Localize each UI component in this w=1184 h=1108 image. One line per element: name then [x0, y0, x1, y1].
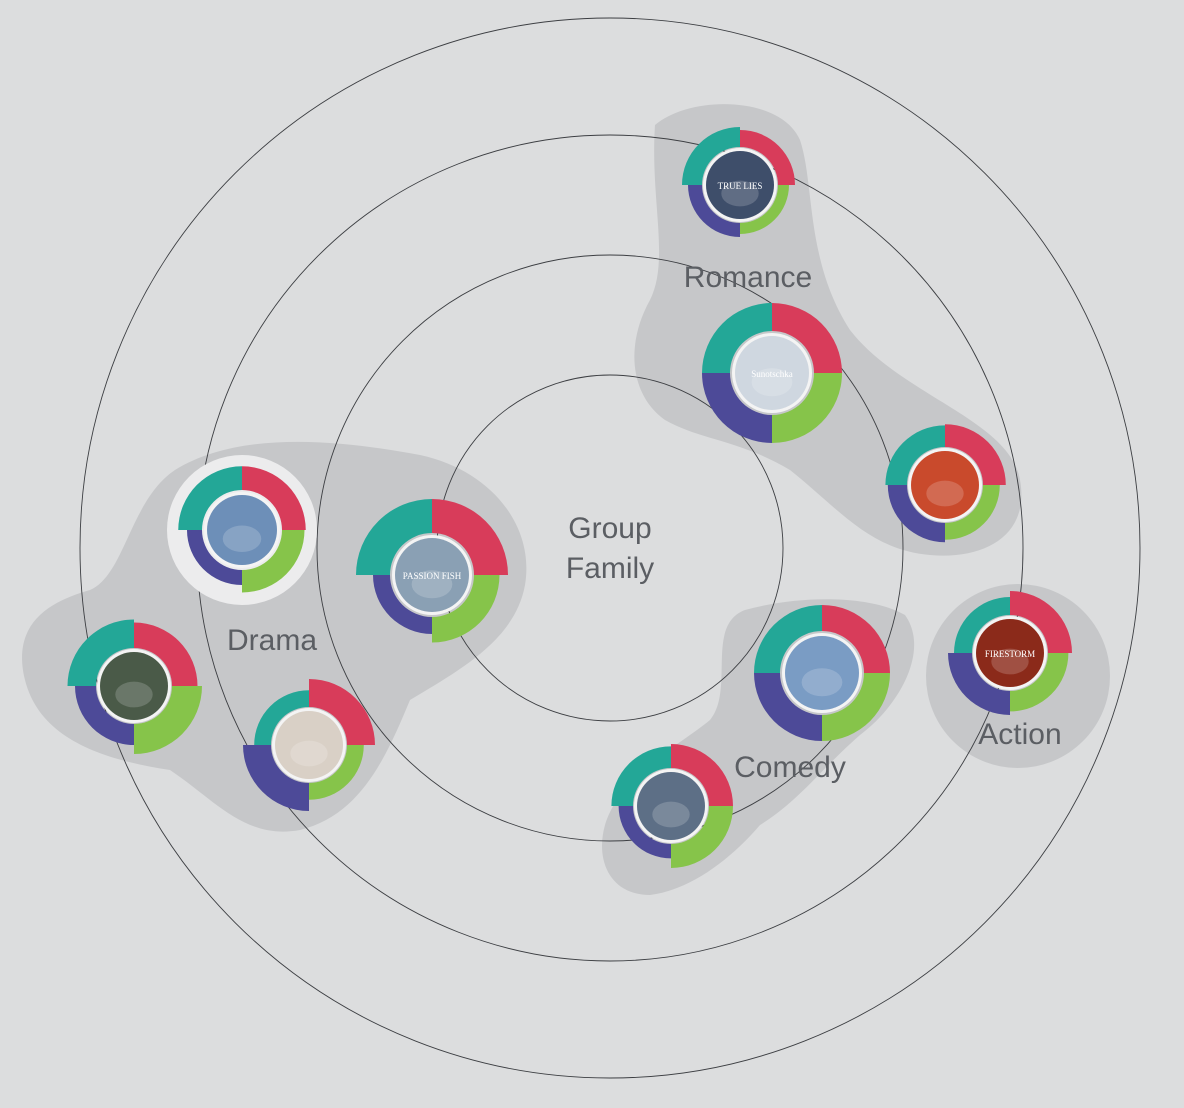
- ring-2: [316, 254, 904, 842]
- purple-rating-wedge: [948, 653, 1010, 715]
- teal-rating-wedge: [611, 746, 671, 806]
- teal-rating-wedge: [254, 690, 309, 745]
- movie-glyph[interactable]: Sunotschka: [702, 303, 842, 443]
- poster-detail: [751, 368, 793, 397]
- red-rating-wedge: [772, 303, 842, 373]
- red-rating-wedge: [740, 130, 795, 185]
- movie-poster-thumbnail: [785, 636, 859, 710]
- red-rating-wedge: [945, 424, 1006, 485]
- red-rating-wedge: [309, 679, 375, 745]
- purple-rating-wedge: [887, 485, 945, 543]
- poster-detail: [926, 480, 964, 507]
- poster-title-text: TRUE LIES: [718, 181, 763, 191]
- movie-poster-thumbnail: [735, 336, 809, 410]
- poster-detail: [411, 570, 453, 599]
- teal-rating-wedge: [885, 425, 945, 485]
- teal-rating-wedge: [356, 499, 432, 575]
- green-rating-wedge: [945, 485, 1000, 540]
- teal-rating-wedge: [754, 605, 822, 673]
- teal-rating-wedge: [954, 597, 1010, 653]
- purple-rating-wedge: [754, 673, 822, 741]
- green-rating-wedge: [772, 373, 842, 443]
- cluster-label-drama: Drama: [227, 624, 317, 657]
- purple-rating-wedge: [243, 745, 309, 811]
- movie-poster-thumbnail: [637, 772, 705, 840]
- purple-rating-wedge: [618, 806, 671, 859]
- purple-rating-wedge: [75, 686, 134, 745]
- green-rating-wedge: [671, 806, 733, 868]
- poster-detail: [721, 180, 759, 207]
- movie-poster-thumbnail: [706, 151, 774, 219]
- green-rating-wedge: [432, 575, 500, 643]
- poster-detail: [290, 740, 328, 767]
- movie-poster-thumbnail: [911, 451, 979, 519]
- teal-rating-wedge: [178, 466, 242, 530]
- poster-title-text: PASSION FISH: [403, 571, 462, 581]
- movie-glyph[interactable]: [885, 424, 1006, 543]
- movie-glyph[interactable]: [611, 744, 733, 868]
- movie-glyph[interactable]: PASSION FISH: [356, 499, 508, 643]
- teal-rating-wedge: [682, 127, 740, 185]
- cluster-label-romance: Romance: [684, 261, 812, 294]
- red-rating-wedge: [671, 744, 733, 806]
- green-rating-wedge: [134, 686, 202, 754]
- movie-poster-thumbnail: [207, 495, 277, 565]
- purple-rating-wedge: [688, 185, 740, 237]
- purple-rating-wedge: [373, 575, 432, 634]
- green-rating-wedge: [242, 530, 305, 593]
- green-rating-wedge: [309, 745, 364, 800]
- center-label-line2: Family: [566, 552, 654, 585]
- cluster-label-action: Action: [978, 718, 1061, 751]
- movie-poster-thumbnail: [976, 619, 1044, 687]
- movie-glyph[interactable]: TRUE LIES: [682, 127, 795, 237]
- green-rating-wedge: [1010, 653, 1069, 712]
- cluster-labels: Romance Drama Comedy Action: [227, 261, 1062, 784]
- poster-detail: [801, 668, 843, 697]
- teal-rating-wedge: [702, 303, 772, 373]
- red-rating-wedge: [134, 622, 198, 686]
- poster-detail: [115, 681, 153, 708]
- red-rating-wedge: [432, 499, 508, 575]
- cluster-label-comedy: Comedy: [734, 751, 846, 784]
- poster-detail: [991, 648, 1029, 675]
- red-rating-wedge: [1010, 591, 1072, 653]
- red-rating-wedge: [242, 466, 306, 530]
- purple-rating-wedge: [187, 530, 242, 585]
- center-label-line1: Group: [568, 512, 651, 545]
- movie-glyph[interactable]: [243, 679, 375, 811]
- poster-title-text: FIRESTORM: [985, 649, 1035, 659]
- movie-glyph[interactable]: [754, 605, 890, 741]
- movie-poster-thumbnail: [275, 711, 343, 779]
- red-rating-wedge: [822, 605, 890, 673]
- poster-detail: [652, 801, 690, 828]
- movie-poster-thumbnail: [100, 652, 168, 720]
- movie-glyph[interactable]: FIRESTORM: [948, 591, 1072, 715]
- poster-detail: [222, 525, 262, 553]
- poster-title-text: Sunotschka: [751, 369, 793, 379]
- movie-glyph[interactable]: [167, 455, 317, 605]
- green-rating-wedge: [740, 185, 789, 234]
- teal-rating-wedge: [67, 619, 134, 686]
- purple-rating-wedge: [702, 373, 772, 443]
- green-rating-wedge: [822, 673, 890, 741]
- movie-glyphs: TRUE LIES Sunotschka PASSION FISH FIREST…: [67, 127, 1072, 868]
- movie-glyph[interactable]: [67, 619, 202, 755]
- movie-poster-thumbnail: [395, 538, 469, 612]
- ring-4: [79, 17, 1141, 1079]
- center-label: Group Family: [566, 512, 654, 585]
